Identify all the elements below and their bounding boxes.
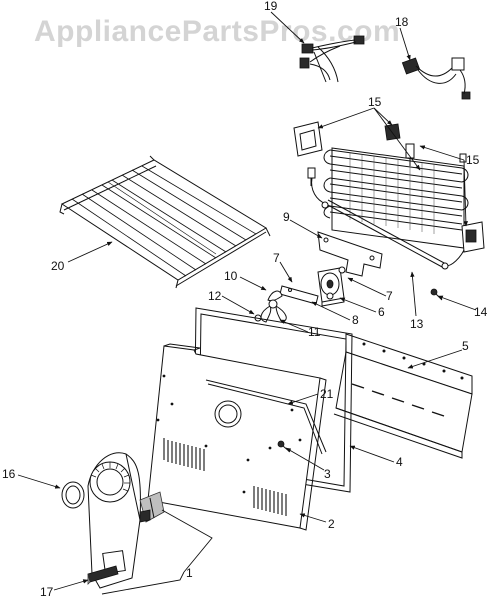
divider-rail-part [333,333,473,459]
callout-8: 8 [352,313,359,327]
callout-17: 17 [40,585,54,599]
callout-15-right: 15 [466,153,480,167]
callout-21: 21 [320,387,334,401]
callout-18: 18 [395,15,409,29]
callout-11: 11 [308,325,321,339]
callout-12: 12 [208,289,222,303]
defrost-harness-part [401,57,471,100]
wire-shelf-part [59,155,271,289]
evaporator-cover-part [147,343,327,531]
callout-10: 10 [224,269,238,283]
evaporator-coil-part [293,121,485,253]
channel-rod-part [205,379,327,455]
callout-7-left: 7 [273,251,280,265]
callout-9: 9 [283,210,290,224]
callout-3: 3 [324,467,331,481]
heater-screw-part [430,288,443,301]
callout-20: 20 [51,259,65,273]
callout-6: 6 [378,305,385,319]
duct-ring-part [61,481,85,509]
fan-blade-part [260,290,287,323]
callout-2: 2 [328,517,335,531]
watermark-text: AppliancePartsPros.com [34,15,400,48]
leader-lines [17,11,477,595]
motor-grommet-part [326,266,346,300]
callout-5: 5 [462,339,469,353]
callout-7-right: 7 [386,289,393,303]
wire-harness-part [299,35,365,83]
callout-4: 4 [396,455,403,469]
callout-19: 19 [264,0,278,13]
callout-16: 16 [2,467,16,481]
callout-13: 13 [410,317,424,331]
callout-1: 1 [186,566,193,580]
fan-bracket-part [317,231,383,277]
callout-15-upper: 15 [368,95,382,109]
motor-bracket-part [279,285,319,305]
air-duct-part [87,452,165,589]
callout-14: 14 [474,305,488,319]
defrost-heater-part [311,177,465,270]
fan-motor-part [317,267,345,307]
